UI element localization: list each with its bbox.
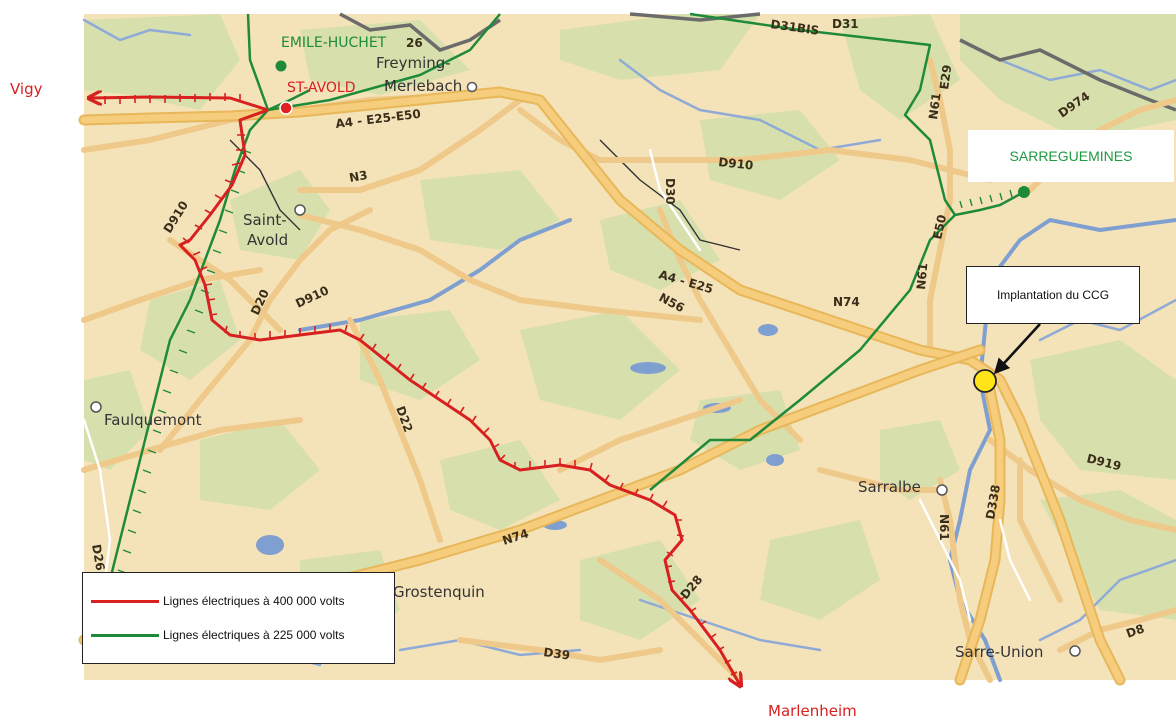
road-label-n61-mid: N61	[914, 262, 930, 290]
road-label-n3: N3	[348, 168, 369, 185]
road-label-d31bis: D31BIS	[770, 17, 820, 38]
town-label-faulquemont: Faulquemont	[104, 411, 202, 429]
plant-pointer-arrow	[993, 323, 1041, 375]
line-400-marlenheim	[178, 108, 740, 685]
borders-rail	[229, 12, 1176, 251]
lines-225kv	[98, 12, 1025, 661]
plant-callout-box: Implantation du CCG	[966, 266, 1140, 324]
road-label-d2x: D26	[89, 543, 107, 572]
line-225-north-b	[267, 13, 501, 112]
destination-label-marlenheim: Marlenheim	[768, 702, 857, 720]
town-label-grostenquin: Grostenquin	[393, 583, 485, 601]
legend-label-225kv: Lignes électriques à 225 000 volts	[163, 628, 345, 642]
road-label-n61-north: N61	[926, 92, 944, 120]
town-label-sarre-union: Sarre-Union	[955, 643, 1043, 661]
town-labels: Freyming- Merlebach Saint- Avold Faulque…	[104, 54, 1043, 661]
legend-row-225kv: Lignes électriques à 225 000 volts	[91, 627, 344, 643]
road-label-d338: D338	[983, 484, 1003, 521]
legend-label-400kv: Lignes électriques à 400 000 volts	[163, 594, 345, 608]
road-label-d8: D8	[1124, 621, 1146, 640]
plant-marker	[973, 369, 997, 393]
sarreguemines-label: SARREGUEMINES	[1009, 148, 1133, 164]
road-label-d31: D31	[832, 17, 859, 31]
town-markers	[90, 81, 1081, 657]
road-label-d30: D30	[663, 178, 677, 205]
road-label-e50: E50	[930, 213, 949, 240]
line-225-west	[98, 109, 269, 661]
road-label-n61-south: N61	[937, 514, 951, 541]
sarreguemines-label-box: SARREGUEMINES	[968, 130, 1174, 182]
station-label-st-avold: ST-AVOLD	[287, 80, 356, 96]
town-label-merlebach: Merlebach	[384, 77, 462, 95]
small-roads	[82, 148, 1032, 622]
town-label-freyming: Freyming-	[376, 54, 451, 72]
sarreguemines-marker	[1018, 186, 1030, 198]
emile-huchet-marker	[275, 60, 287, 72]
station-markers	[275, 60, 1030, 393]
road-label-d910-east: D910	[718, 155, 754, 173]
legend-swatch-225kv	[91, 633, 159, 637]
lines-400kv	[90, 93, 740, 685]
legend: Lignes électriques à 400 000 volts Ligne…	[82, 572, 395, 664]
destination-labels: Vigy Marlenheim	[10, 80, 857, 720]
town-label-avold: Avold	[247, 231, 288, 249]
town-label-sarralbe: Sarralbe	[858, 478, 921, 496]
legend-swatch-400kv	[91, 599, 159, 603]
line-225-sarreg	[954, 190, 1025, 217]
legend-row-400kv: Lignes électriques à 400 000 volts	[91, 593, 344, 609]
line-225-north-a	[246, 13, 270, 111]
st-avold-marker	[279, 101, 293, 115]
line-225-emile-hub	[267, 88, 311, 112]
station-label-emile-huchet: EMILE-HUCHET	[281, 35, 387, 51]
line-225-southeast	[649, 214, 956, 491]
road-label-n74-east: N74	[833, 295, 860, 309]
destination-label-vigy: Vigy	[10, 80, 43, 98]
plant-callout-label: Implantation du CCG	[996, 288, 1110, 302]
road-label-d39: D39	[543, 645, 571, 663]
line-225-d31bis	[689, 12, 957, 216]
road-label-d26: 26	[406, 36, 423, 50]
town-label-saint: Saint-	[243, 211, 287, 229]
road-label-e29: E29	[937, 64, 954, 91]
station-labels: EMILE-HUCHET ST-AVOLD	[281, 35, 387, 96]
